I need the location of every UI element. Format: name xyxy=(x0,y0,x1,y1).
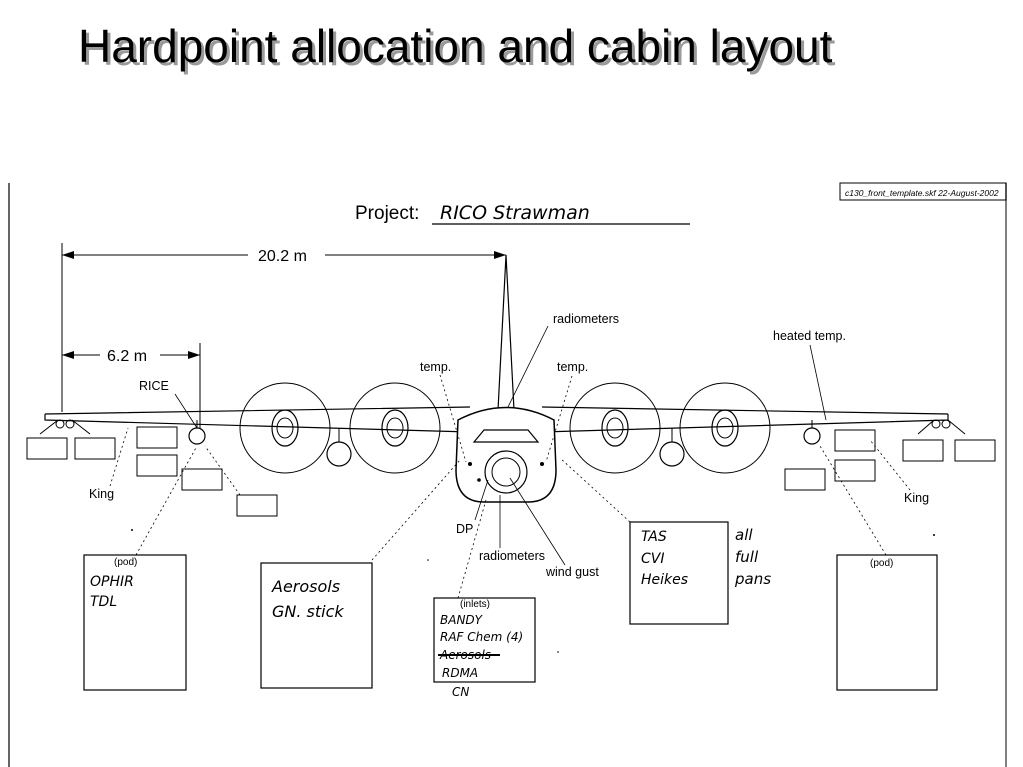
inlets-line-1: BANDY xyxy=(440,613,484,627)
label-heated-temp: heated temp. xyxy=(773,329,846,343)
tas-box xyxy=(629,521,729,625)
margin-note-1: all xyxy=(735,526,753,544)
project-label: Project: xyxy=(355,203,419,224)
template-ref-box xyxy=(839,182,1007,201)
margin-note-2: full xyxy=(735,548,759,566)
span-dim-label: 20.2 m xyxy=(258,248,307,265)
inner-arrow-right xyxy=(188,351,200,359)
landing-gear-left xyxy=(326,428,352,467)
label-radiometers-top: radiometers xyxy=(553,312,619,326)
inner-arrow-left xyxy=(62,351,74,359)
pod-left-caption: (pod) xyxy=(114,557,137,568)
inner-dim-label: 6.2 m xyxy=(107,348,147,365)
tas-line-3: Heikes xyxy=(641,572,688,588)
wingtip-probe-right xyxy=(917,419,966,435)
label-rice: RICE xyxy=(139,379,169,393)
inlets-line-4: RDMA xyxy=(442,666,478,680)
pod-left-line-1: OPHIR xyxy=(90,574,134,590)
fuselage xyxy=(455,406,557,503)
aerosols-box xyxy=(260,562,373,689)
leader-lines xyxy=(109,325,911,599)
landing-gear-right xyxy=(659,428,685,467)
wing-outline xyxy=(44,406,949,433)
engine-inner-left xyxy=(349,382,441,474)
tas-line-2: CVI xyxy=(641,551,664,567)
tail-fin xyxy=(497,254,515,411)
label-king-left: King xyxy=(89,487,114,501)
inlets-caption: (inlets) xyxy=(460,599,490,610)
label-dp: DP xyxy=(456,522,473,536)
project-name: RICO Strawman xyxy=(440,202,590,224)
inlets-box xyxy=(433,597,536,683)
pylon-right xyxy=(803,420,821,445)
engine-inner-right xyxy=(569,382,661,474)
span-arrow-left xyxy=(62,251,74,259)
label-king-right: King xyxy=(904,491,929,505)
inlets-line-2: RAF Chem (4) xyxy=(440,630,523,644)
pod-right-box xyxy=(836,554,938,691)
wingtip-probe-left xyxy=(39,419,91,435)
scan-specks xyxy=(131,529,935,653)
label-temp-right: temp. xyxy=(557,360,588,374)
instrument-blocks xyxy=(26,426,996,517)
pod-left-box xyxy=(83,554,187,691)
template-ref: c130_front_template.skf 22-August-2002 xyxy=(845,188,999,198)
inlets-line-5: CN xyxy=(452,685,469,699)
label-radiometers-bottom: radiometers xyxy=(479,549,545,563)
span-arrow-right xyxy=(494,251,506,259)
label-wind-gust: wind gust xyxy=(545,565,599,579)
engine-outer-right xyxy=(679,382,771,474)
tas-line-1: TAS xyxy=(641,529,667,545)
aerosols-line-1: Aerosols xyxy=(271,577,340,596)
label-temp-left: temp. xyxy=(420,360,451,374)
engine-outer-left xyxy=(239,382,331,474)
pod-right-caption: (pod) xyxy=(870,558,893,569)
margin-note-3: pans xyxy=(734,570,771,588)
aerosols-line-2: GN. stick xyxy=(272,602,344,621)
pod-left-line-2: TDL xyxy=(90,594,117,610)
slide-title: Hardpoint allocation and cabin layout xyxy=(78,20,833,72)
